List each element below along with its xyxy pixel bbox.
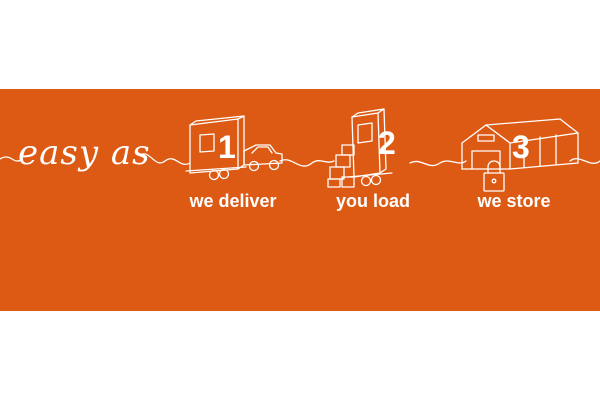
- step-3-number: 3: [512, 129, 530, 165]
- step-2-number: 2: [378, 125, 396, 161]
- trailer-with-car-icon: [185, 115, 283, 181]
- hero-banner: easy as 1 2 3 we deliver you load we sto…: [0, 89, 600, 311]
- connecting-line: [0, 153, 600, 167]
- step-2-label: you load: [335, 191, 410, 211]
- step-1-number: 1: [218, 129, 236, 165]
- trailer-with-boxes-icon: [327, 108, 393, 188]
- step-1-label: we deliver: [189, 191, 277, 211]
- warehouse-with-padlock-icon: [461, 118, 579, 192]
- tagline: easy as: [18, 133, 151, 173]
- line-art: [0, 108, 600, 192]
- step-3-label: we store: [477, 191, 551, 211]
